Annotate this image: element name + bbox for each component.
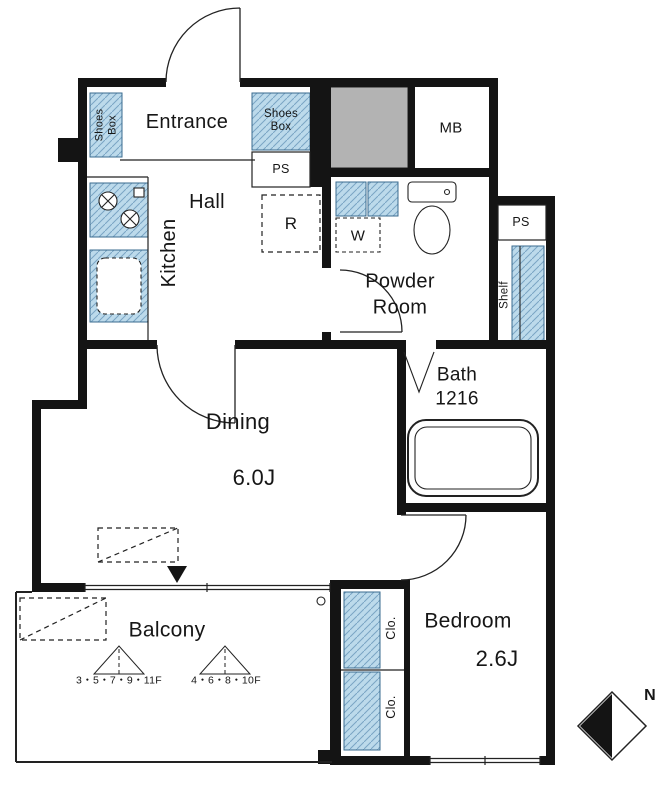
toilet-bowl-icon (413, 205, 451, 255)
closet-lower-label: Clo. (384, 695, 398, 719)
shoes-box-right-icon (251, 92, 311, 151)
ps-entrance-box (251, 151, 311, 188)
utility-shaft (321, 86, 409, 169)
dining-label: Dining (205, 408, 271, 434)
washer-pan-icon (335, 217, 381, 253)
hall-dining-door-swing (156, 344, 236, 424)
dining-size-label: 6.0J (232, 464, 276, 490)
entrance-door-swing (165, 7, 241, 83)
entrance-label: Entrance (145, 111, 229, 134)
shoes-box-right-label: Shoes Box (263, 107, 299, 133)
meter-box-label: MB (439, 119, 463, 137)
powder-room-door-swing (339, 269, 403, 333)
bedroom-window (429, 756, 541, 765)
closet-upper-icon (343, 591, 381, 669)
hatch-floors-1-label: 3・5・7・9・11F (76, 674, 162, 687)
closet-upper-label: Clo. (384, 616, 398, 640)
doors (156, 7, 467, 581)
dining-window (84, 583, 331, 592)
bathtub-icon (407, 419, 539, 497)
hall-label: Hall (189, 191, 225, 214)
ps-right-label: PS (512, 215, 530, 229)
balcony-label: Balcony (128, 618, 206, 642)
bath-label: Bath 1216 (435, 364, 479, 410)
closet-lower-icon (343, 671, 381, 751)
shoes-box-left-icon (89, 92, 123, 158)
shelf-label: Shelf (498, 281, 511, 309)
compass-icon (576, 690, 648, 762)
kitchen-counter-line (87, 176, 149, 340)
ps-right-box (497, 204, 547, 241)
bath-folding-door (403, 351, 435, 394)
fixture-details (96, 181, 539, 606)
drain-icon (316, 596, 326, 606)
balcony-overhead-icon (19, 597, 107, 641)
powder-room-label: Powder Room (365, 270, 435, 318)
overhead-unit-icon (97, 527, 179, 563)
thin-lines (15, 151, 547, 763)
bedroom-size-label: 2.6J (475, 645, 519, 671)
hatch-floors-2-label: 4・6・8・10F (191, 674, 261, 687)
balcony-railing (15, 591, 332, 763)
shelf-icon (511, 245, 545, 343)
walls (32, 78, 555, 765)
refrigerator-label: R (284, 214, 298, 234)
dashed-features (19, 194, 321, 641)
washer-label: W (350, 227, 366, 245)
windows (84, 583, 541, 765)
north-label: N (644, 686, 656, 704)
toilet-tank-icon (407, 181, 457, 203)
bedroom-door-swing (400, 514, 467, 581)
shoes-box-left-label: Shoes Box (93, 108, 118, 142)
kitchen-label: Kitchen (158, 218, 181, 288)
sink-basin-icon (96, 257, 142, 315)
bedroom-label: Bedroom (424, 609, 512, 633)
washer-storage-icon (367, 181, 399, 217)
balcony-symbols (92, 566, 252, 675)
washer-storage-icon (335, 181, 367, 217)
entry-direction-marker (167, 566, 187, 583)
ps-entrance-label: PS (272, 162, 290, 176)
refrigerator-space-icon (261, 194, 321, 253)
